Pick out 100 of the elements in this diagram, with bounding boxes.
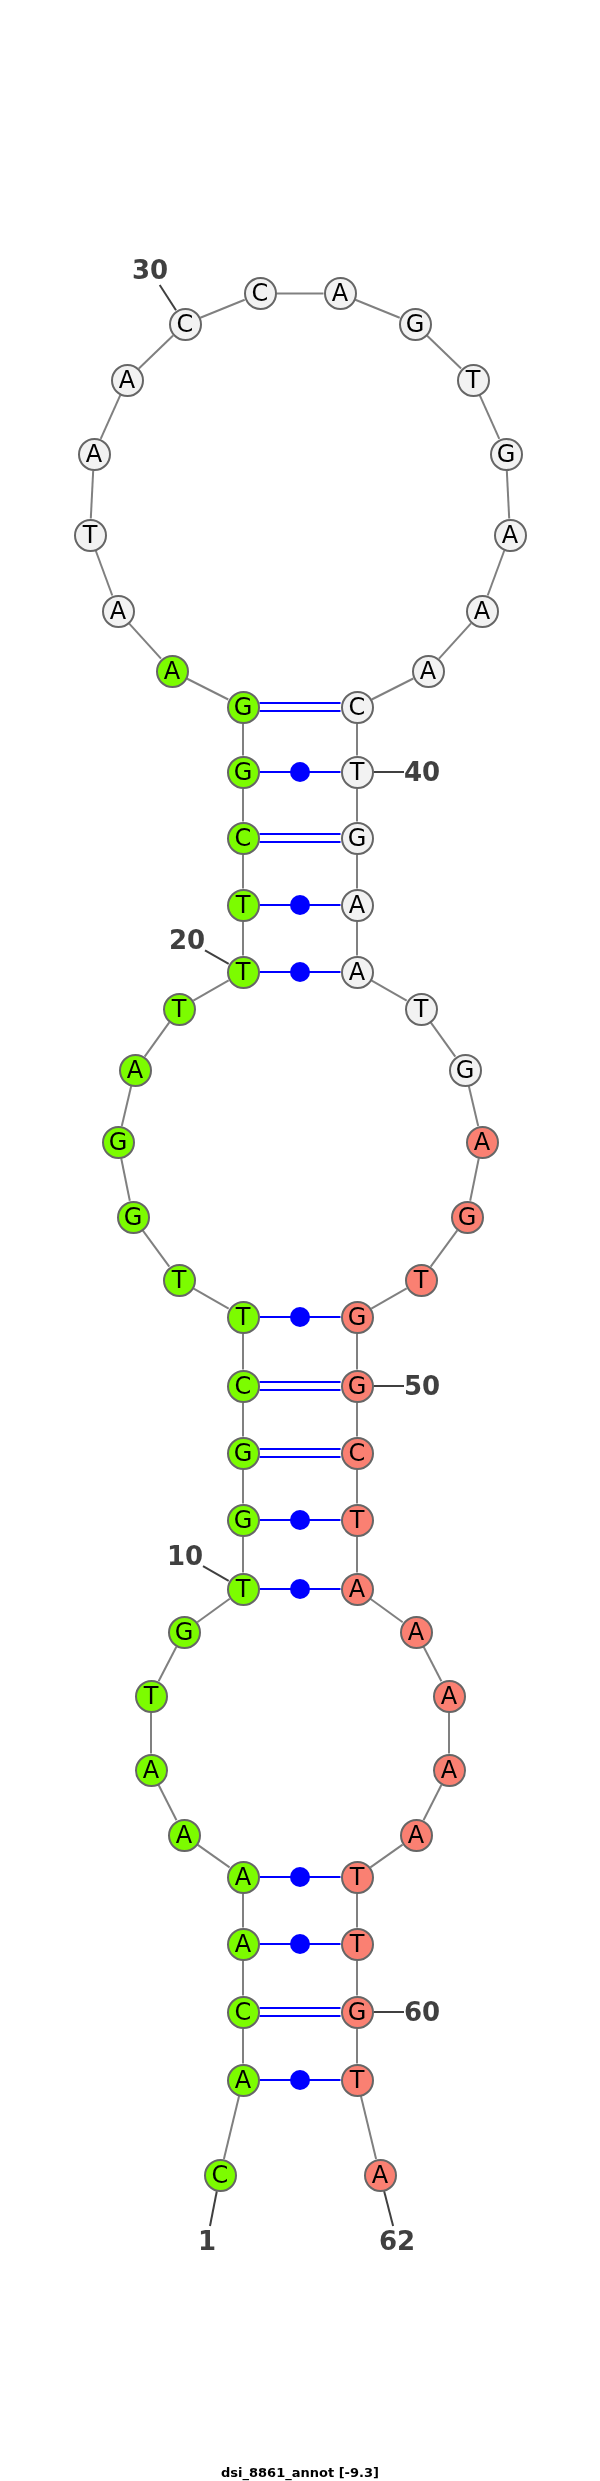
position-number: 62 (379, 2226, 416, 2256)
position-number: 20 (169, 925, 206, 955)
backbone-line (370, 677, 415, 701)
leader-line (372, 2011, 405, 2013)
leader-line (372, 771, 405, 773)
backbone-line (356, 1535, 358, 1574)
nucleotide-circle: A (77, 437, 111, 471)
backbone-line (429, 1229, 459, 1268)
backbone-line (354, 298, 401, 319)
backbone-line (275, 292, 325, 295)
nucleotide-circle: T (340, 2063, 374, 2097)
position-number: 50 (404, 1371, 441, 1401)
base-pair-line (258, 1307, 342, 1327)
backbone-line (469, 1157, 480, 1202)
nucleotide-circle: G (340, 1369, 374, 1403)
position-number: 60 (404, 1997, 441, 2027)
backbone-line (242, 853, 244, 890)
nucleotide-circle: G (340, 1300, 374, 1334)
backbone-line (143, 1021, 171, 1058)
position-number: 10 (167, 1541, 204, 1571)
nucleotide-circle: G (340, 1995, 374, 2029)
backbone-line (192, 979, 230, 1002)
nucleotide-circle: G (226, 755, 260, 789)
nucleotide-circle: C (340, 1436, 374, 1470)
base-pair-line (258, 2007, 342, 2017)
backbone-line (356, 1401, 358, 1438)
nucleotide-circle: A (226, 1927, 260, 1961)
nucleotide-circle: G (340, 821, 374, 855)
backbone-line (242, 1892, 244, 1929)
nucleotide-circle: T (162, 1263, 196, 1297)
backbone-line (356, 722, 358, 757)
backbone-line (425, 334, 463, 370)
base-pair-line (258, 762, 342, 782)
backbone-line (242, 1401, 244, 1438)
nucleotide-circle: G (226, 1503, 260, 1537)
nucleotide-circle: A (432, 1679, 466, 1713)
nucleotide-circle: C (226, 821, 260, 855)
backbone-line (157, 1783, 178, 1822)
base-pair-line (258, 1934, 342, 1954)
base-pair-line (258, 1448, 342, 1458)
backbone-line (438, 622, 472, 660)
position-number: 40 (404, 757, 441, 787)
base-pair-line (258, 2070, 342, 2090)
backbone-line (505, 469, 511, 520)
leader-line (204, 949, 230, 965)
backbone-line (359, 2095, 378, 2160)
nucleotide-circle: C (226, 1369, 260, 1403)
backbone-line (356, 1892, 358, 1929)
backbone-line (356, 787, 358, 823)
base-pair-line (258, 895, 342, 915)
base-pair-line (258, 1867, 342, 1887)
leader-line (372, 1385, 405, 1387)
nucleotide-circle: C (340, 690, 374, 724)
backbone-line (369, 1843, 404, 1869)
nucleotide-circle: A (493, 518, 527, 552)
nucleotide-circle: C (226, 1995, 260, 2029)
nucleotide-circle: A (167, 1818, 201, 1852)
backbone-line (356, 2027, 358, 2065)
position-number: 1 (198, 2226, 217, 2256)
nucleotide-circle: T (404, 1263, 438, 1297)
backbone-line (242, 1535, 244, 1574)
nucleotide-circle: G (167, 1615, 201, 1649)
nucleotide-circle: T (456, 363, 490, 397)
nucleotide-circle: A (411, 654, 445, 688)
backbone-line (369, 1597, 404, 1624)
nucleotide-circle: T (340, 1860, 374, 1894)
backbone-line (89, 469, 95, 520)
nucleotide-circle: T (340, 1927, 374, 1961)
backbone-line (141, 1229, 171, 1268)
nucleotide-circle: C (243, 277, 277, 310)
backbone-line (128, 622, 162, 660)
nucleotide-circle: A (226, 2063, 260, 2097)
backbone-line (448, 1711, 450, 1755)
backbone-line (242, 787, 244, 823)
nucleotide-circle: G (398, 307, 432, 341)
backbone-line (192, 1287, 230, 1310)
nucleotide-circle: G (116, 1200, 150, 1234)
base-pair-line (258, 962, 342, 982)
nucleotide-circle: T (226, 888, 260, 922)
leader-line (202, 1565, 230, 1582)
backbone-line (370, 1287, 408, 1310)
backbone-line (422, 1645, 443, 1683)
backbone-line (356, 853, 358, 890)
nucleotide-circle: T (162, 992, 196, 1026)
backbone-line (478, 394, 501, 440)
backbone-line (185, 677, 230, 701)
nucleotide-circle: C (168, 307, 202, 341)
leader-line (158, 284, 177, 312)
backbone-line (199, 298, 246, 319)
base-pair-line (258, 1381, 342, 1391)
position-number: 30 (132, 255, 169, 285)
nucleotide-circle: T (404, 992, 438, 1026)
nucleotide-circle: A (110, 363, 144, 397)
nucleotide-circle: A (101, 594, 135, 628)
backbone-line (120, 1085, 133, 1127)
nucleotide-circle: A (323, 277, 357, 310)
nucleotide-circle: G (489, 437, 523, 471)
nucleotide-circle: T (340, 1503, 374, 1537)
nucleotide-circle: A (465, 1125, 499, 1159)
backbone-line (467, 1085, 480, 1127)
